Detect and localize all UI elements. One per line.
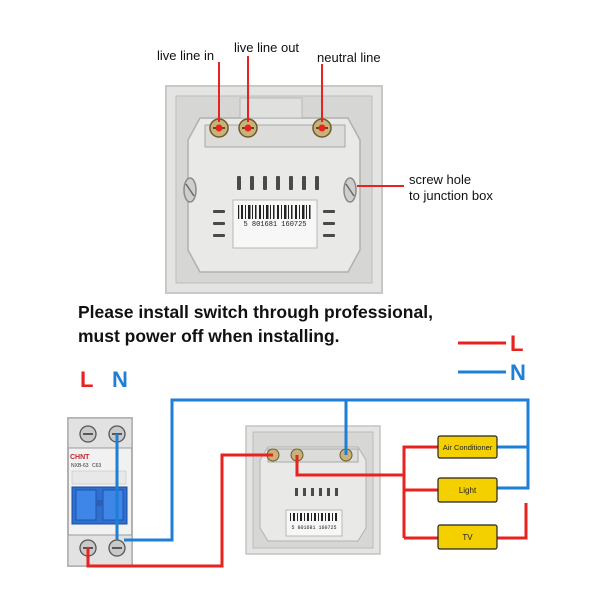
switch-back-small: 5 801681 160725 <box>245 425 381 555</box>
breaker-brand: CHNT <box>70 454 90 461</box>
label-live-line-out: live line out <box>234 40 300 55</box>
screw-hole-right <box>343 177 357 203</box>
install-line-1: Please install switch through profession… <box>78 302 433 322</box>
load-air-conditioner: Air Conditioner <box>437 435 498 459</box>
live-wires <box>86 341 528 568</box>
label-neutral-line: neutral line <box>317 50 381 65</box>
load-light: Light <box>437 477 498 503</box>
install-instruction: Please install switch through profession… <box>78 300 433 348</box>
terminal-live-out <box>238 118 258 138</box>
install-line-2: must power off when installing. <box>78 326 340 346</box>
svg-text:Light: Light <box>459 486 477 495</box>
barcode-number-bottom: 5 801681 160725 <box>291 525 336 531</box>
barcode-sticker: 5 801681 160725 <box>232 199 318 249</box>
breaker-rating: C63 <box>92 463 101 469</box>
legend-live-letter: L <box>510 331 523 356</box>
breaker-label-n: N <box>112 367 128 392</box>
load-tv: TV <box>437 524 498 550</box>
breaker-model: NXB-63 <box>71 463 89 469</box>
switch-back-photo: 5 801681 160725 <box>165 56 404 294</box>
terminal-neutral <box>312 118 332 138</box>
breaker-label-l: L <box>80 367 93 392</box>
svg-text:TV: TV <box>462 533 473 542</box>
neutral-wires <box>115 370 530 542</box>
label-to-junction-box: to junction box <box>409 188 493 203</box>
barcode-number-top: 5 801681 160725 <box>243 221 306 229</box>
screw-hole-left <box>183 177 197 203</box>
svg-text:Air Conditioner: Air Conditioner <box>443 443 493 452</box>
terminal-live-in <box>209 118 229 138</box>
label-screw-hole: screw hole <box>409 172 472 187</box>
label-live-line-in: live line in <box>157 48 215 63</box>
legend-neutral-letter: N <box>510 360 526 385</box>
circuit-breaker: CHNT NXB-63 C63 <box>67 417 133 567</box>
